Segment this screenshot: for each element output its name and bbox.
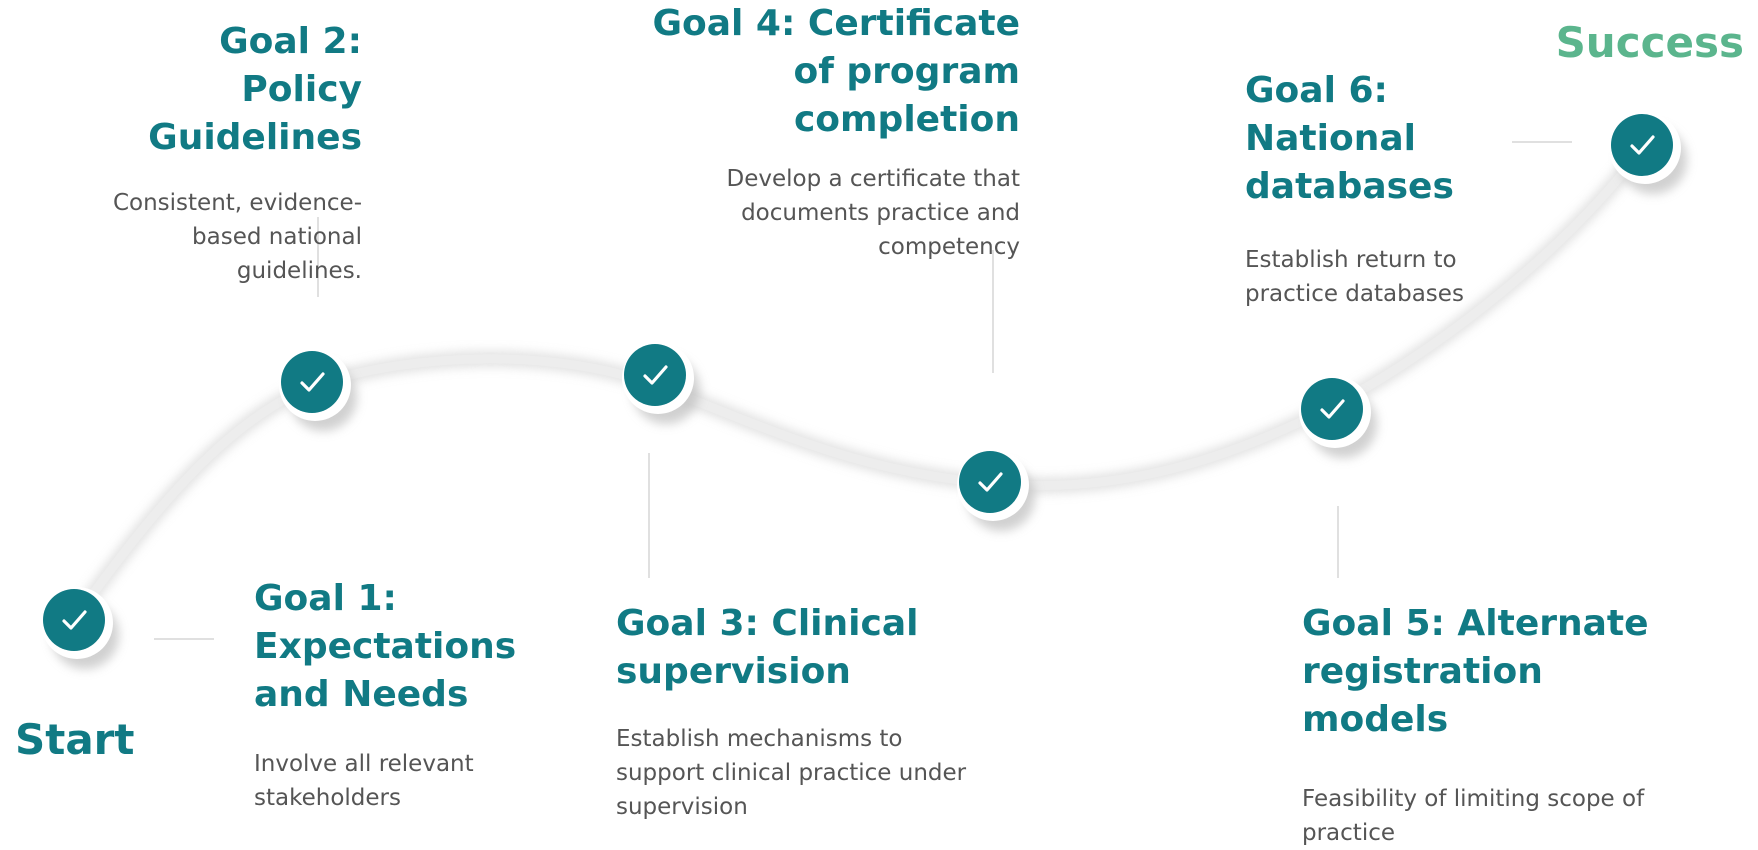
goal-3-title: Goal 3: Clinical supervision xyxy=(616,603,919,692)
checkmark-icon xyxy=(1320,399,1345,419)
goal-1-description: Involve all relevant stakeholders xyxy=(254,751,474,811)
goal-2-title: Goal 2: Policy Guidelines xyxy=(148,21,362,158)
checkmark-icon xyxy=(300,372,325,392)
marker-disc xyxy=(959,451,1021,513)
roadmap-graphic xyxy=(41,112,1687,669)
goal-2: Goal 2: Policy Guidelines Consistent, ev… xyxy=(90,18,362,288)
success-label: Success xyxy=(1555,18,1744,67)
start-milestone-marker xyxy=(41,587,119,669)
goal-5-milestone-marker xyxy=(1299,376,1377,458)
goal-2-description: Consistent, evidence-based national guid… xyxy=(112,190,362,284)
marker-disc xyxy=(1301,378,1363,440)
checkmark-icon xyxy=(643,365,668,385)
checkmark-icon xyxy=(978,472,1003,492)
start-label: Start xyxy=(15,715,135,764)
goal-5: Goal 5: Alternate registration models Fe… xyxy=(1302,600,1682,850)
goal-4: Goal 4: Certificate of program completio… xyxy=(640,0,1020,264)
goal-3-description: Establish mechanisms to support clinical… xyxy=(616,726,967,820)
marker-disc xyxy=(1611,114,1673,176)
goal-4-description: Develop a certificate that documents pra… xyxy=(726,166,1020,260)
success-milestone-marker xyxy=(1609,112,1687,194)
marker-disc xyxy=(624,344,686,406)
goal-3: Goal 3: Clinical supervision Establish m… xyxy=(616,600,996,824)
connector-lines xyxy=(154,141,1572,640)
goal-3-milestone-marker xyxy=(622,342,700,424)
marker-disc xyxy=(43,589,105,651)
goal-6-description: Establish return to practice databases xyxy=(1245,247,1464,307)
checkmark-icon xyxy=(62,610,87,630)
goal-6: Goal 6: National databases Establish ret… xyxy=(1245,67,1545,311)
goal-2-milestone-marker xyxy=(279,349,357,431)
goal-5-title: Goal 5: Alternate registration models xyxy=(1302,603,1649,740)
goal-1-title: Goal 1: Expectations and Needs xyxy=(254,578,517,715)
goal-5-description: Feasibility of limiting scope of practic… xyxy=(1302,786,1645,846)
goal-1: Goal 1: Expectations and Needs Involve a… xyxy=(254,575,517,815)
goal-6-title: Goal 6: National databases xyxy=(1245,70,1454,207)
checkmark-icon xyxy=(1630,135,1655,155)
marker-disc xyxy=(281,351,343,413)
goal-4-milestone-marker xyxy=(957,449,1035,531)
roadmap-diagram: Goal 1: Expectations and Needs Involve a… xyxy=(15,0,1744,846)
goal-4-title: Goal 4: Certificate of program completio… xyxy=(652,3,1020,140)
milestone-markers xyxy=(41,112,1687,669)
